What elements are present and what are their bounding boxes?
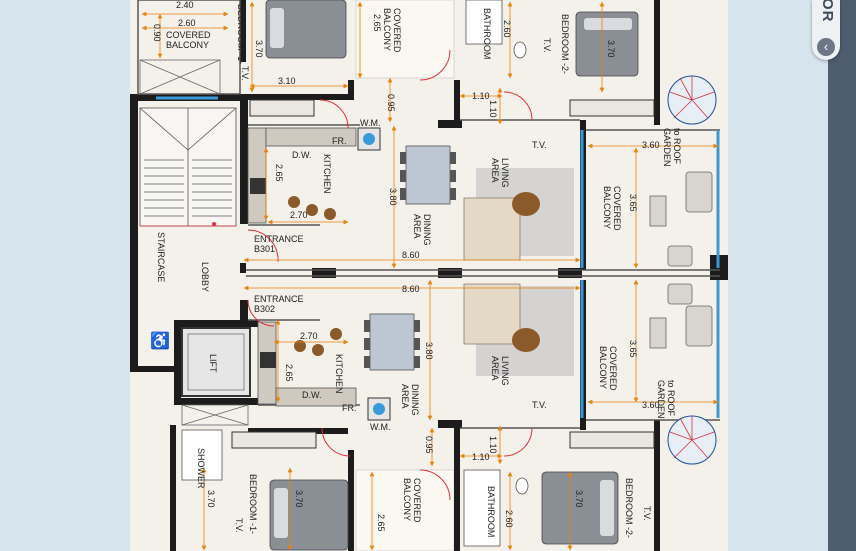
sofas	[463, 197, 521, 345]
accessible-icon: ♿	[150, 331, 170, 350]
room-label-living-bottom: LIVINGAREA	[490, 356, 510, 386]
room-label-staircase: STAIRCASE	[156, 232, 166, 282]
room-label-lift: LIFT	[208, 354, 218, 373]
dim-3-70-d: 3.70	[294, 490, 304, 508]
dim-3-80-a: 3.80	[388, 188, 398, 206]
dim-2-70-a: 2.70	[290, 210, 308, 220]
stair-arrow-dot	[212, 222, 216, 226]
tv-label-3: T.V.	[532, 140, 547, 150]
dim-1-10-b: 1.10	[488, 100, 498, 118]
room-label-covered-balcony-right-bottom: COVEREDBALCONY	[598, 346, 618, 391]
dim-3-65-b: 3.65	[628, 340, 638, 358]
dim-2-65-b: 2.65	[274, 164, 284, 182]
dim-3-70-b: 3.70	[606, 40, 616, 58]
room-label-covered-balcony-bottom: COVEREDBALCONY	[402, 478, 422, 523]
room-label-roof-top: to ROOFGARDEN	[662, 128, 682, 167]
staircase-drawing	[139, 107, 237, 227]
dim-1-10-a: 1.10	[472, 91, 490, 101]
chevron-left-icon[interactable]: ‹	[817, 38, 835, 56]
dim-3-60-a: 3.60	[642, 140, 660, 150]
coffee-tables	[512, 192, 540, 352]
dim-2-40: 2.40	[176, 0, 194, 10]
dim-2-70-b: 2.70	[300, 331, 318, 341]
tv-label-4: T.V.	[532, 400, 547, 410]
dim-2-60-b: 2.60	[502, 20, 512, 38]
tv-label-1: T.V.	[240, 66, 250, 81]
room-label-bedroom1-top: BEDROOM -1-	[236, 4, 246, 64]
room-label-shower: SHOWER	[196, 448, 206, 489]
sanitary	[181, 0, 529, 547]
room-label-roof-bottom: to ROOFGARDEN	[656, 380, 676, 419]
fr-label-bottom: FR.	[342, 403, 357, 413]
wardrobes	[231, 99, 655, 449]
hobs	[250, 178, 276, 368]
dim-0-95-b: 0.95	[424, 436, 434, 454]
tv-label-2: T.V.	[542, 38, 552, 53]
room-label-bedroom2-top: BEDROOM -2-	[560, 14, 570, 74]
door-swings	[247, 49, 533, 501]
room-label-bathroom-bottom: BATHROOM	[486, 486, 496, 537]
dw-label-bottom: D.W.	[302, 390, 322, 400]
room-label-dining-bottom: DININGAREA	[400, 384, 420, 416]
bed-pillows	[270, 8, 632, 538]
balcony-furniture	[649, 171, 713, 349]
dim-2-65-c: 2.65	[284, 364, 294, 382]
wm-label-top: W.M.	[360, 118, 381, 128]
room-label-bedroom2-bottom: BEDROOM -2-	[624, 478, 634, 538]
room-label-living-top: LIVINGAREA	[490, 158, 510, 188]
tv-label-6: T.V.	[642, 506, 652, 521]
wm-drums	[363, 133, 385, 415]
dim-3-70-c: 3.70	[206, 490, 216, 508]
dim-3-70-a: 3.70	[254, 40, 264, 58]
dim-0-90: 0.90	[152, 24, 162, 42]
wm-label-bottom: W.M.	[370, 422, 391, 432]
dw-label-top: D.W.	[292, 150, 312, 160]
room-label-dining-top: DININGAREA	[412, 214, 432, 246]
dim-8-60-b: 8.60	[402, 284, 420, 294]
room-label-bathroom-top: BATHROOM	[482, 8, 492, 59]
room-label-bedroom1-bottom: BEDROOM -1-	[248, 474, 258, 534]
dim-1-10-c: 1.10	[488, 436, 498, 454]
dim-3-10: 3.10	[278, 76, 296, 86]
shafts	[139, 59, 249, 426]
dim-2-65-d: 2.65	[376, 514, 386, 532]
tv-label-5: T.V.	[234, 518, 244, 533]
room-label-covered-balcony-top-mid: COVEREDBALCONY	[382, 8, 402, 53]
floor-label: OR	[819, 0, 836, 23]
lift-car	[181, 327, 251, 397]
dim-2-65-a: 2.65	[372, 14, 382, 32]
fixture-labels: T.V. T.V. T.V. T.V. T.V. T.V. W.M. W.M. …	[234, 38, 652, 533]
dining-chairs	[364, 152, 456, 368]
dim-1-10-d: 1.10	[472, 452, 490, 462]
fr-label-top: FR.	[332, 136, 347, 146]
dim-3-70-e: 3.70	[574, 490, 584, 508]
dim-8-60-a: 8.60	[402, 250, 420, 260]
room-label-covered-balcony-right-top: COVEREDBALCONY	[602, 186, 622, 231]
dim-3-60-b: 3.60	[642, 400, 660, 410]
balcony-floor-top	[355, 0, 455, 79]
right-sidebar	[828, 0, 856, 551]
room-label-lobby: LOBBY	[200, 262, 210, 292]
dim-3-65-a: 3.65	[628, 194, 638, 212]
walls	[130, 0, 728, 551]
room-label-kitchen-top: KITCHEN	[322, 154, 332, 194]
dim-3-80-b: 3.80	[424, 342, 434, 360]
dimension-lines	[141, 1, 719, 551]
glass-railings	[156, 96, 720, 418]
dim-2-60-a: 2.60	[178, 18, 196, 28]
room-label-kitchen-bottom: KITCHEN	[334, 354, 344, 394]
dim-0-95-a: 0.95	[386, 94, 396, 112]
spiral-stair-treads	[669, 76, 715, 459]
floor-selector-tab[interactable]: OR ‹	[812, 0, 840, 60]
dim-2-60-c: 2.60	[504, 510, 514, 528]
dimension-labels: 2.40 2.60 0.90 3.70 2.65 2.60 3.70 3.10 …	[152, 0, 660, 532]
